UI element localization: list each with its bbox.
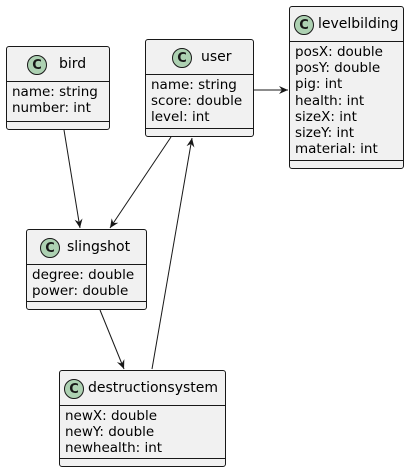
class-user[interactable]: C user name: string score: double level:…	[145, 39, 254, 137]
methods-divider	[290, 160, 403, 161]
attribute: posY: double	[295, 60, 381, 77]
attribute: pig: int	[295, 76, 343, 93]
class-bird-name: bird	[59, 56, 87, 72]
class-user-name: user	[201, 49, 232, 65]
attribute: level: int	[151, 109, 210, 126]
class-destructionsystem-name: destructionsystem	[88, 380, 219, 396]
attribute: degree: double	[32, 267, 135, 283]
methods-divider	[146, 128, 253, 129]
methods-divider	[60, 458, 225, 459]
edge-bird-to-slingshot	[63, 129, 83, 229]
class-destructionsystem-header: C destructionsystem	[60, 371, 225, 406]
class-bird-header: C bird	[7, 47, 109, 82]
edge-user-to-slingshot	[109, 136, 172, 229]
attribute: newX: double	[65, 408, 158, 424]
class-badge-icon: C	[27, 55, 47, 75]
class-slingshot-header: C slingshot	[27, 230, 146, 265]
class-slingshot[interactable]: C slingshot degree: double power: double	[26, 229, 147, 310]
class-destructionsystem-attributes: newX: double newY: double newhealth: int	[60, 406, 225, 457]
edge-destructionsystem-to-user	[151, 137, 195, 370]
attribute: sizeY: int	[295, 125, 355, 142]
class-badge-icon: C	[40, 238, 60, 258]
class-slingshot-name: slingshot	[67, 239, 131, 255]
attribute: name: string	[151, 77, 237, 93]
attribute: sizeX: int	[295, 108, 357, 125]
edge-slingshot-to-destructionsystem	[99, 309, 125, 370]
class-bird[interactable]: C bird name: string number: int	[6, 46, 110, 130]
class-levelbilding-name: levelbilding	[318, 16, 399, 32]
methods-divider	[7, 121, 109, 122]
attribute: material: int	[295, 141, 378, 158]
class-badge-icon: C	[172, 48, 192, 68]
methods-divider	[27, 301, 146, 302]
class-levelbilding[interactable]: C levelbilding posX: double posY: double…	[289, 6, 404, 169]
class-user-attributes: name: string score: double level: int	[146, 75, 253, 126]
attribute: name: string	[12, 84, 98, 100]
class-bird-attributes: name: string number: int	[7, 82, 109, 116]
attribute: newhealth: int	[65, 440, 163, 457]
attribute: power: double	[32, 283, 129, 300]
class-badge-icon: C	[294, 15, 314, 35]
attribute: posX: double	[295, 44, 383, 60]
attribute: number: int	[12, 100, 91, 117]
attribute: newY: double	[65, 424, 155, 441]
class-destructionsystem[interactable]: C destructionsystem newX: double newY: d…	[59, 370, 226, 467]
class-slingshot-attributes: degree: double power: double	[27, 265, 146, 299]
class-badge-icon: C	[64, 379, 84, 399]
class-user-header: C user	[146, 40, 253, 75]
class-levelbilding-header: C levelbilding	[290, 7, 403, 42]
class-levelbilding-attributes: posX: double posY: double pig: int healt…	[290, 42, 403, 157]
attribute: health: int	[295, 92, 365, 109]
attribute: score: double	[151, 93, 243, 110]
